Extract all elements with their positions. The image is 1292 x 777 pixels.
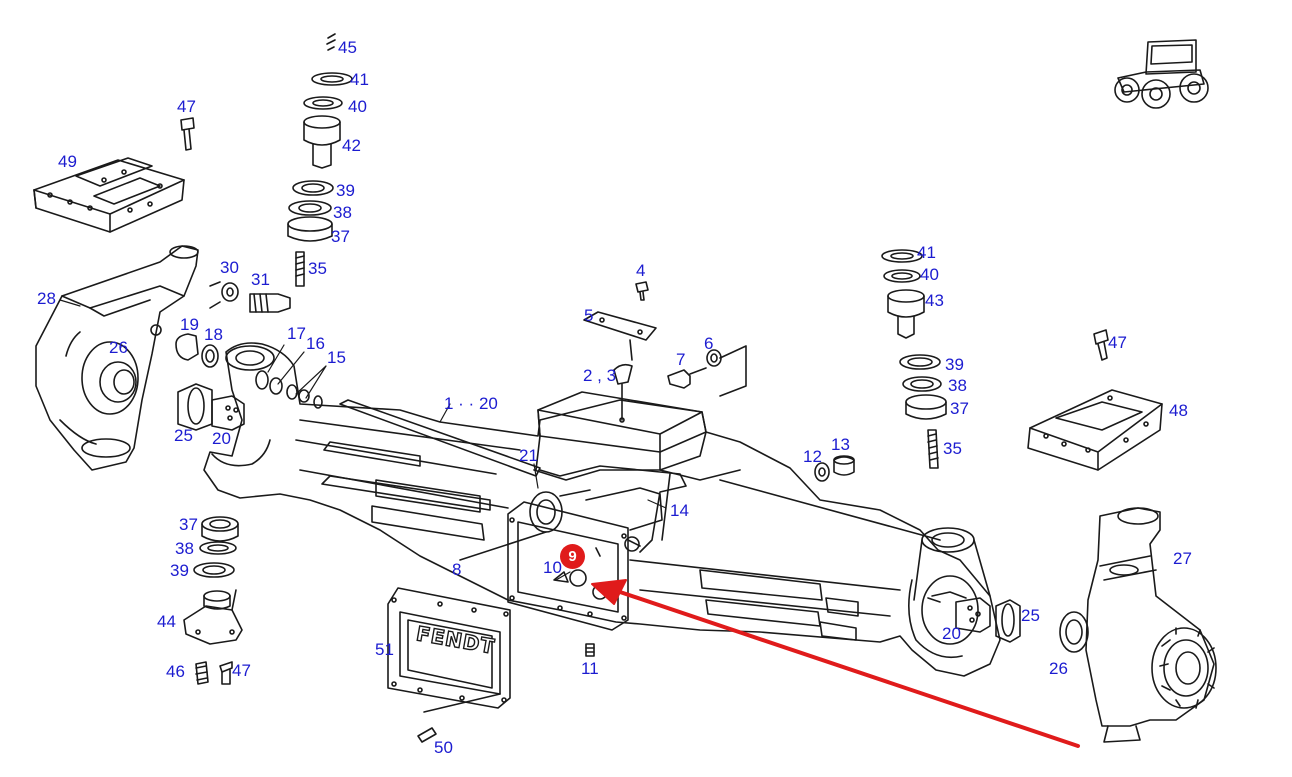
bearings-right-25-26-20 — [927, 597, 1089, 653]
part-label: 40 — [348, 97, 367, 116]
part-label: 1 · · 20 — [444, 394, 498, 413]
part-label: 26 — [1049, 659, 1068, 678]
leader-lines — [59, 299, 667, 581]
lower-kingpin-stack-left — [183, 516, 243, 685]
highlighted-part-badge: 9 — [560, 544, 585, 569]
part-label: 19 — [180, 315, 199, 334]
part-label: 4 — [636, 261, 646, 280]
part-label: 39 — [336, 181, 355, 200]
part-label: 7 — [676, 350, 686, 369]
part-label: 5 — [584, 306, 594, 325]
part-label: 43 — [925, 291, 944, 310]
steering-knuckle-right — [1085, 507, 1217, 743]
part-label: 37 — [331, 227, 350, 246]
steering-knuckle-left — [35, 245, 199, 471]
seals-17-16-15 — [255, 370, 323, 409]
bearings-19-18-25-20 — [175, 333, 245, 431]
part-label: 38 — [948, 376, 967, 395]
part-label: 37 — [179, 515, 198, 534]
part-label: 51 — [375, 640, 394, 659]
part-label: 20 — [212, 429, 231, 448]
part-label: 46 — [166, 662, 185, 681]
part-label: 16 — [306, 334, 325, 353]
part-label: 47 — [1108, 333, 1127, 352]
part-label: 50 — [434, 738, 453, 757]
part-label: 39 — [170, 561, 189, 580]
part-label: 15 — [327, 348, 346, 367]
part-label: 13 — [831, 435, 850, 454]
part-label: 47 — [232, 661, 251, 680]
part-label: 44 — [157, 612, 176, 631]
part-label: 30 — [220, 258, 239, 277]
part-label: 35 — [943, 439, 962, 458]
part-label: 40 — [920, 265, 939, 284]
part-label: 37 — [950, 399, 969, 418]
part-label: 38 — [333, 203, 352, 222]
part-label: 28 — [37, 289, 56, 308]
part-label: 25 — [1021, 606, 1040, 625]
part-label: 20 — [942, 624, 961, 643]
part-label: 31 — [251, 270, 270, 289]
upper-kingpin-stack-right — [881, 249, 947, 469]
part-label: 6 — [704, 334, 714, 353]
part-label: 26 — [109, 338, 128, 357]
part-label: 14 — [670, 501, 689, 520]
axle-housing — [203, 342, 1001, 677]
part-label: 8 — [452, 560, 462, 579]
cover-plate-51 — [387, 587, 511, 743]
tractor-icon — [1114, 39, 1209, 109]
part-label: 27 — [1173, 549, 1192, 568]
part-label: 42 — [342, 136, 361, 155]
bolt-and-plate-left — [33, 117, 195, 233]
part-label: 39 — [945, 355, 964, 374]
part-label: 41 — [350, 70, 369, 89]
track-rod — [339, 399, 687, 553]
bolt-and-plate-right — [1027, 329, 1163, 471]
part-label: 25 — [174, 426, 193, 445]
plate-5-bolt-4 — [583, 281, 657, 421]
part-label: 38 — [175, 539, 194, 558]
part-label: 35 — [308, 259, 327, 278]
part-label: 17 — [287, 324, 306, 343]
part-label: 11 — [581, 659, 599, 678]
part-label: 45 — [338, 38, 357, 57]
part-label: 47 — [177, 97, 196, 116]
part-label: 12 — [803, 447, 822, 466]
part-label: 41 — [917, 243, 936, 262]
pointer-arrow — [591, 579, 1080, 748]
center-housing-top — [533, 391, 741, 531]
upper-kingpin-stack-left — [287, 33, 353, 287]
plug-11 — [585, 643, 595, 657]
part-label: 48 — [1169, 401, 1188, 420]
part-label: 18 — [204, 325, 223, 344]
part-label: 21 — [519, 446, 538, 465]
seals-12-13 — [814, 455, 855, 482]
bolt-7-washer-6 — [667, 345, 747, 397]
part-label: 2 , 3 — [583, 366, 617, 385]
washer-and-bolt-30-31 — [209, 281, 291, 313]
part-label: 49 — [58, 152, 77, 171]
part-label: 10 — [543, 558, 562, 577]
